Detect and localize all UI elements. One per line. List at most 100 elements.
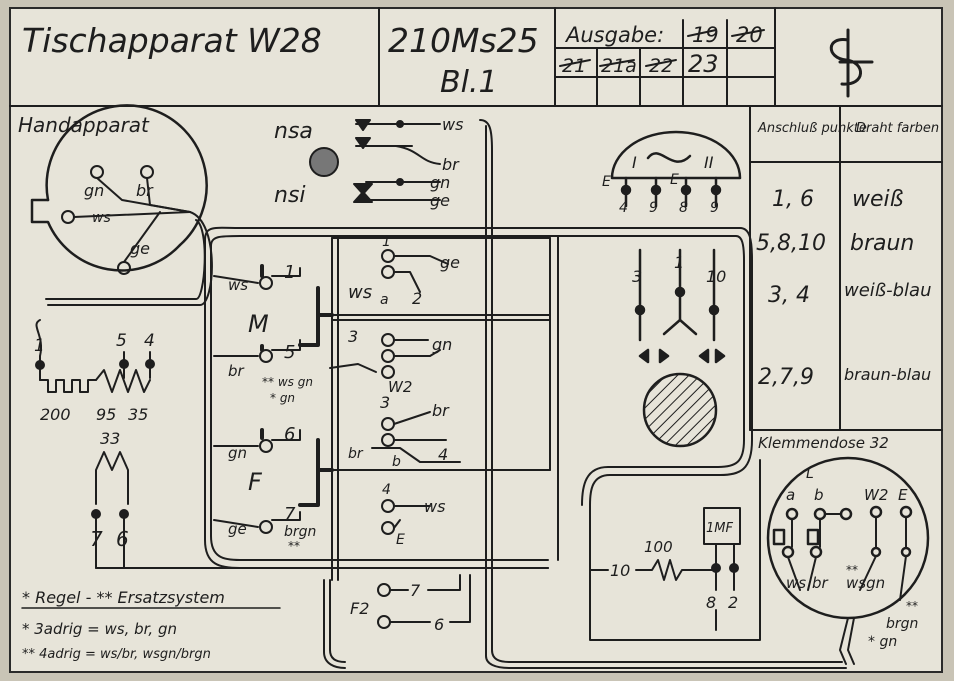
legend-row2-pts: 5,8,10 xyxy=(756,231,826,256)
cable-gn: * gn xyxy=(868,634,897,650)
switch-e: E xyxy=(396,532,405,548)
switch-3a: 3 xyxy=(348,327,358,346)
klemme-e: E xyxy=(898,486,908,504)
switch-4b: 4 xyxy=(438,445,448,464)
hook-contact-1: 1 xyxy=(284,262,295,283)
capsule-br: br xyxy=(136,181,154,200)
hook-ws: ws xyxy=(228,276,248,294)
legend-row1-pts: 1, 6 xyxy=(772,187,814,212)
cable-brgn: brgn xyxy=(886,616,918,632)
switch-4: 4 xyxy=(382,482,391,498)
f2-contacts xyxy=(377,574,471,629)
capacitor-label: 1MF xyxy=(706,521,733,536)
hand-terminal-5: 5 xyxy=(116,331,127,351)
coil-33-label: 33 xyxy=(100,429,120,448)
f2-terminal-7: 7 xyxy=(410,581,421,600)
ausgabe-21a: 21a xyxy=(601,55,637,77)
title-text: Tischapparat W28 xyxy=(22,21,322,60)
capacitor-t10: 10 xyxy=(610,561,630,580)
hook-ge: ge xyxy=(228,520,247,538)
ringer-t10: 10 xyxy=(706,267,726,286)
ausgabe-21: 21 xyxy=(562,55,586,77)
switch-2: 2 xyxy=(412,289,422,308)
capsule-ws: ws xyxy=(92,210,111,226)
resistor-35: 35 xyxy=(128,405,148,424)
capacitor-t2: 2 xyxy=(728,593,738,612)
switch-ws-bottom: ws xyxy=(424,497,445,516)
ringer-t8: 8 xyxy=(679,200,688,216)
klemme-br: br xyxy=(812,574,829,592)
note-line1: * Regel - ** Ersatzsystem xyxy=(22,588,225,607)
f2-terminal-6: 6 xyxy=(434,615,444,634)
switch-br-top: br xyxy=(432,401,450,420)
note-wsgn: ** ws gn xyxy=(262,375,313,389)
switch-1: 1 xyxy=(382,234,391,250)
dial-gn: gn xyxy=(430,173,450,192)
hand-coil xyxy=(91,451,129,569)
f2-label: F2 xyxy=(350,599,369,618)
ringer-e-left: E xyxy=(602,174,611,190)
ringer-coil-i: I xyxy=(632,153,637,172)
note-brgn-star: ** xyxy=(288,539,300,553)
switch-b: b xyxy=(392,454,401,470)
dial-ws: ws xyxy=(442,115,463,134)
capsule-gn: gn xyxy=(84,181,104,200)
ausgabe-23: 23 xyxy=(688,50,719,78)
dial-br: br xyxy=(442,155,460,174)
resistor-95: 95 xyxy=(96,405,116,424)
klemme-a: a xyxy=(786,486,795,504)
switch-gn: gn xyxy=(432,335,452,354)
legend-row4-color: braun-blau xyxy=(844,365,931,384)
note-line3: ** 4adrig = ws/br, wsgn/brgn xyxy=(22,647,211,662)
code-top-text: 210Ms25 xyxy=(388,21,539,60)
legend-row3-color: weiß-blau xyxy=(844,280,932,301)
ringer-t3: 3 xyxy=(632,267,642,286)
resistor-200: 200 xyxy=(40,405,71,424)
hand-terminal-1: 1 xyxy=(34,336,45,356)
klemme-w2: W2 xyxy=(864,486,888,504)
klemme-wsgn: wsgn xyxy=(846,574,885,592)
legend-row2-color: braun xyxy=(850,231,914,256)
ringer-coil-ii: II xyxy=(704,153,714,172)
note-line2: * 3adrig = ws, br, gn xyxy=(22,620,177,638)
siemens-halske-logo-icon xyxy=(829,28,874,98)
ringer-t4: 4 xyxy=(619,200,628,216)
switch-w2: W2 xyxy=(388,378,412,396)
ausgabe-label: Ausgabe: xyxy=(564,23,664,47)
hook-br: br xyxy=(228,362,245,380)
switch-block xyxy=(329,235,559,581)
hand-terminal-4: 4 xyxy=(144,331,155,351)
handset-capsule xyxy=(30,104,208,275)
color-legend-table xyxy=(749,105,943,431)
klemme-b: b xyxy=(814,486,824,504)
legend-col2: Draht farben xyxy=(856,121,939,136)
klemmendose-box xyxy=(766,456,930,665)
capsule-ge: ge xyxy=(130,239,150,258)
note-brgn: brgn xyxy=(284,524,316,540)
legend-row3-pts: 3, 4 xyxy=(768,283,810,308)
hook-gn: gn xyxy=(228,444,247,462)
klemme-ws: ws xyxy=(786,574,806,592)
hand-resistor-network xyxy=(35,319,155,393)
ringer-bell-icon xyxy=(642,372,718,448)
hook-switch-contacts xyxy=(213,264,334,534)
letter-f: F xyxy=(248,468,263,496)
ringer-t1: 1 xyxy=(674,253,684,272)
klemme-l: L xyxy=(806,466,814,482)
ringer-coils xyxy=(610,130,742,364)
header-grid xyxy=(9,7,943,107)
hook-contact-5: 5 xyxy=(284,342,295,363)
coil-terminal-7: 7 xyxy=(90,527,103,551)
ausgabe-22: 22 xyxy=(649,55,673,77)
switch-3b: 3 xyxy=(380,393,390,412)
ringer-t9b: 9 xyxy=(710,200,719,216)
nsi-label: nsi xyxy=(274,183,306,208)
legend-row1-color: weiß xyxy=(852,187,904,212)
dial-ge: ge xyxy=(430,191,450,210)
cable-bundle xyxy=(45,119,847,669)
hook-contact-7: 7 xyxy=(284,504,296,525)
paper-sheet xyxy=(9,7,943,673)
nsa-label: nsa xyxy=(274,119,313,144)
ringer-e-right: E xyxy=(670,172,679,188)
